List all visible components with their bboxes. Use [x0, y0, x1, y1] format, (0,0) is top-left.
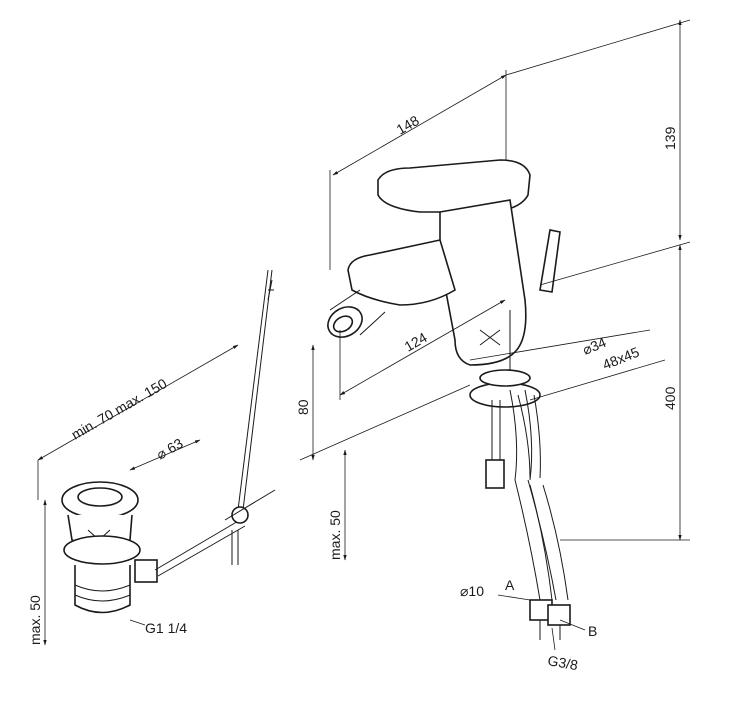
label-g1-1-4: G1 1/4 [145, 620, 187, 636]
pop-up-waste [61, 269, 276, 614]
dim-400: 400 [662, 386, 678, 410]
dim-max-50-tap: max. 50 [327, 510, 343, 560]
dim-max-50-waste: max. 50 [27, 595, 43, 645]
dim-80: 80 [295, 399, 311, 415]
dim-124: 124 [402, 329, 430, 355]
marker-a: A [505, 577, 515, 593]
dim-rod-length: min. 70 max. 150 [69, 375, 170, 443]
marker-b: B [588, 623, 597, 639]
dimension-lines [37, 19, 691, 651]
dim-139: 139 [662, 126, 678, 150]
label-diameter-10: ⌀10 [460, 583, 484, 599]
mounting-and-hoses [469, 369, 571, 640]
dim-148: 148 [394, 112, 422, 138]
dim-diameter-63: ⌀ 63 [154, 435, 186, 463]
label-g3-8: G3/8 [546, 652, 579, 673]
mixer-body [327, 159, 561, 380]
